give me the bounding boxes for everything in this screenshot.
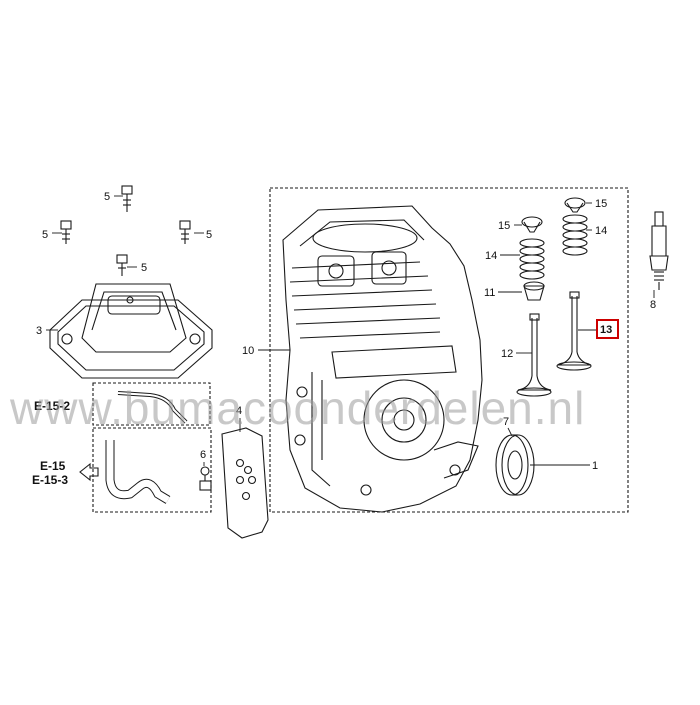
callout-14-left: 14 [485, 250, 497, 262]
callout-5-top: 5 [104, 191, 110, 203]
bolt-5-right [179, 220, 191, 244]
callout-5-mid: 5 [141, 262, 147, 274]
valve-13 [556, 291, 592, 371]
hose-box-top [92, 382, 211, 426]
callout-1: 1 [592, 460, 598, 472]
spark-plug [649, 211, 669, 290]
bolt-5-mid [116, 254, 128, 276]
breather-plate [221, 427, 269, 539]
callout-3: 3 [36, 325, 42, 337]
callout-15-left: 15 [498, 220, 510, 232]
valve-spring-14-left [519, 238, 545, 280]
callout-8: 8 [650, 299, 656, 311]
engine-group-frame [269, 187, 629, 513]
oil-seal [495, 434, 535, 496]
part-13-highlight [596, 319, 619, 339]
callout-6: 6 [200, 449, 206, 461]
ref-bottom-2: E-15-3 [32, 473, 68, 487]
callout-10: 10 [242, 345, 254, 357]
callout-15-right: 15 [595, 198, 607, 210]
valve-keeper-15-right [564, 197, 586, 213]
callout-4: 4 [236, 405, 242, 417]
leader-lines [46, 195, 655, 466]
callout-7: 7 [503, 416, 509, 428]
ref-top: E-15-2 [34, 399, 70, 413]
hose-box-bottom [92, 427, 212, 513]
cylinder-block [282, 205, 483, 513]
valve-cover [49, 283, 213, 379]
callout-5-left: 5 [42, 229, 48, 241]
callout-12: 12 [501, 348, 513, 360]
callout-14-right: 14 [595, 225, 607, 237]
ref-bottom-1: E-15 [40, 459, 66, 473]
bolt-6 [199, 466, 212, 491]
callout-11: 11 [484, 287, 495, 299]
callout-13: 13 [600, 324, 612, 336]
bolt-5-left [60, 220, 72, 244]
bolt-5-top [121, 185, 133, 212]
stem-seal-11 [523, 281, 545, 301]
ref-arrow [79, 462, 99, 482]
valve-spring-14-right [562, 214, 588, 256]
callout-5-right: 5 [206, 229, 212, 241]
watermark: www.bumacoonderdelen.nl [9, 382, 585, 434]
valve-keeper-15-left [521, 216, 543, 233]
valve-12 [516, 313, 552, 397]
